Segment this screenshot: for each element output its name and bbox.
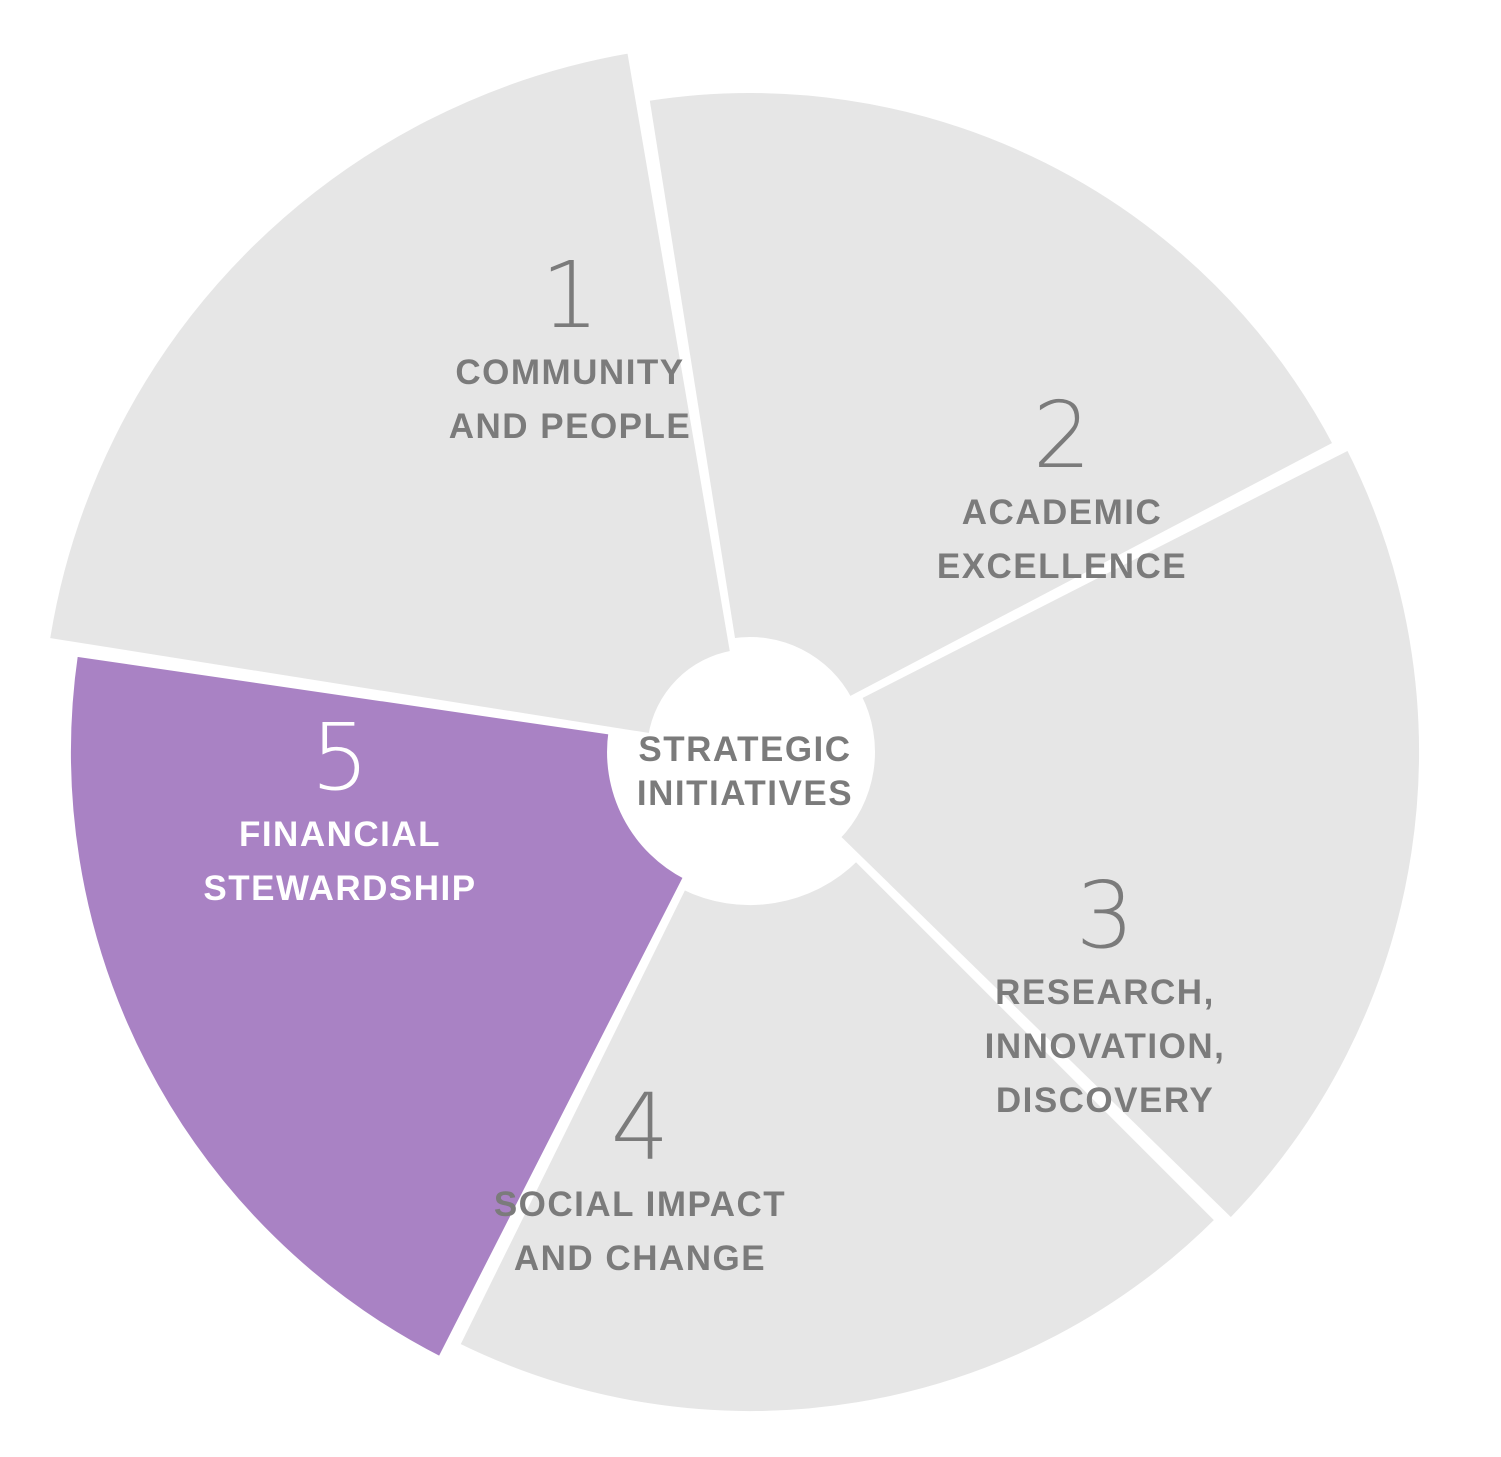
center-label: STRATEGIC INITIATIVES [560,728,930,816]
segment-2-title-line-2: EXCELLENCE [936,547,1188,586]
segment-3-title-line-3: DISCOVERY [995,1081,1215,1120]
segment-4-number: 4 [610,1074,670,1181]
segment-2-title-line-1: ACADEMIC [961,493,1163,532]
segment-1-title-line-2: AND PEOPLE [448,407,692,446]
center-label-line-2: INITIATIVES [636,774,854,813]
segment-2-label: 2 ACADEMIC EXCELLENCE [902,390,1222,594]
segment-4-title-line-1: SOCIAL IMPACT [493,1185,787,1224]
segment-4-title-line-2: AND CHANGE [513,1239,767,1278]
segment-3-number: 3 [1075,862,1135,969]
segment-3-shape [833,442,1425,1226]
segment-5-title: FINANCIAL STEWARDSHIP [170,808,510,916]
segment-5-number: 5 [310,704,370,811]
segment-3-title-line-1: RESEARCH, [995,973,1215,1012]
segment-5-label: 5 FINANCIAL STEWARDSHIP [170,712,510,916]
segment-2-shape [642,87,1341,704]
segment-3-title: RESEARCH, INNOVATION, DISCOVERY [935,966,1275,1128]
segment-5-title-line-1: FINANCIAL [238,815,442,854]
center-label-line-1: STRATEGIC [638,730,852,769]
segment-1-number: 1 [540,242,600,349]
segment-4-shape [452,853,1223,1417]
segment-3-title-line-2: INNOVATION, [984,1027,1226,1066]
segment-4-label: 4 SOCIAL IMPACT AND CHANGE [460,1082,820,1286]
segment-5-title-line-2: STEWARDSHIP [203,869,477,908]
segment-2-number: 2 [1032,382,1092,489]
segment-3-label: 3 RESEARCH, INNOVATION, DISCOVERY [935,870,1275,1128]
segment-4-title: SOCIAL IMPACT AND CHANGE [460,1178,820,1286]
segment-1-shape [43,46,737,740]
segment-1-title: COMMUNITY AND PEOPLE [410,346,730,454]
segment-1-label: 1 COMMUNITY AND PEOPLE [410,250,730,454]
segment-1-title-line-1: COMMUNITY [455,353,685,392]
segment-2-title: ACADEMIC EXCELLENCE [902,486,1222,594]
segments-layer [43,46,1425,1417]
segment-5-shape [64,650,691,1364]
